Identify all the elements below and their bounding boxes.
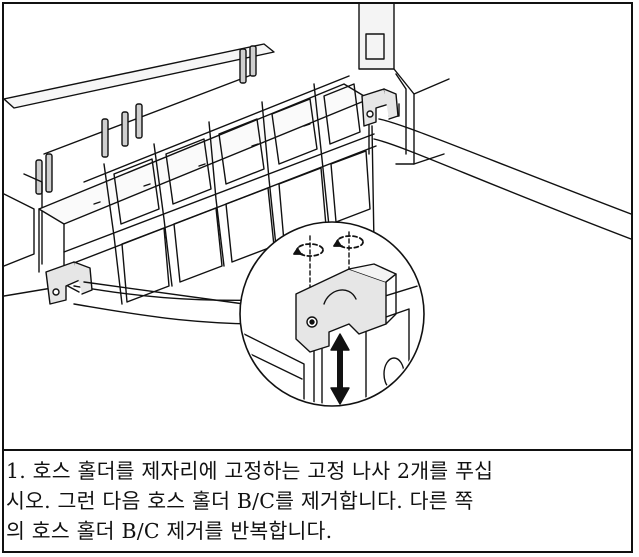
left-hose-holder bbox=[45, 261, 93, 305]
up-down-arrow-icon bbox=[330, 333, 350, 405]
zoom-callout bbox=[239, 221, 425, 407]
cage-frame bbox=[38, 75, 377, 305]
caption-divider bbox=[2, 449, 633, 451]
step-caption: 1. 호스 홀더를 제자리에 고정하는 고정 나사 2개를 푸십 시오. 그런 … bbox=[6, 459, 494, 543]
connector-row bbox=[4, 43, 275, 267]
hose-holder-removal-illustration bbox=[4, 4, 631, 448]
line-art bbox=[4, 4, 631, 407]
right-hose-holder bbox=[361, 88, 399, 127]
chassis-wall bbox=[358, 4, 450, 165]
right-hose bbox=[373, 103, 631, 240]
callout-lines bbox=[83, 125, 375, 305]
rotate-ccw-icon bbox=[293, 243, 324, 257]
rotate-ccw-icon bbox=[333, 235, 364, 249]
